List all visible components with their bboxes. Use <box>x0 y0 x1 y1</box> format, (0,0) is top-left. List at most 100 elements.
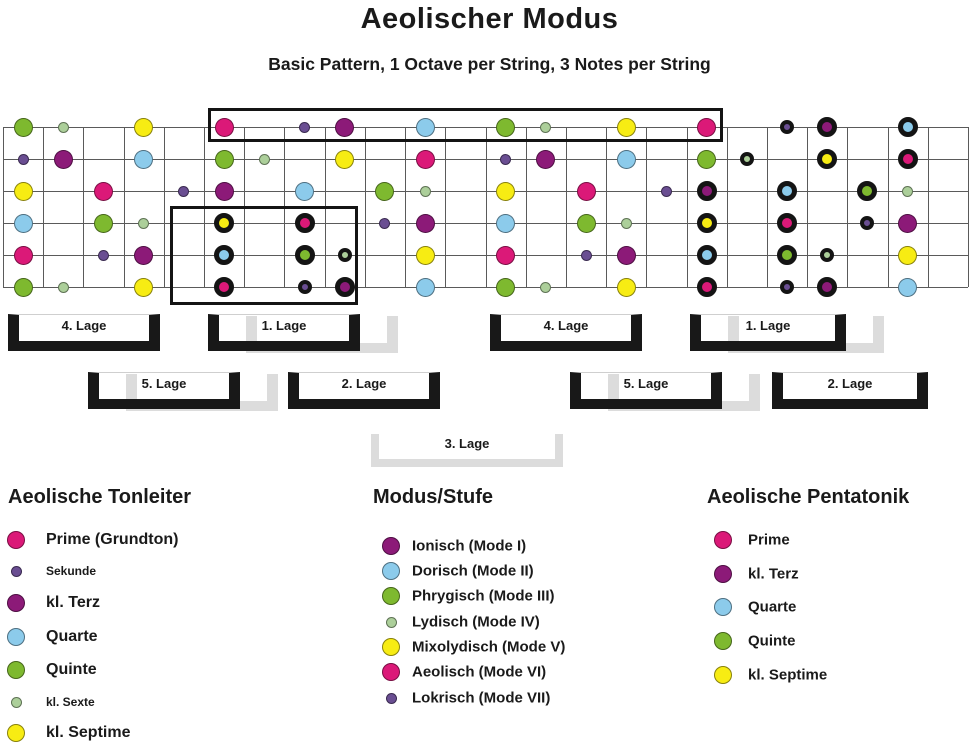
note-dot-terz <box>616 245 636 265</box>
note-dot-quarte-pentatonic <box>897 117 918 137</box>
legend-item-ionisch-mode-i: Ionisch (Mode I) <box>412 537 527 555</box>
note-dot-sekunde <box>178 185 190 197</box>
note-dot-terz <box>536 149 556 169</box>
note-dot-quinte <box>375 181 395 201</box>
note-dot-terz <box>214 181 234 201</box>
legend-dot-terz-icon <box>7 594 25 612</box>
note-dot-terz <box>53 149 73 169</box>
legend-dot-quarte-icon <box>382 562 400 580</box>
fret-line <box>485 127 487 287</box>
note-dot-quarte-pentatonic <box>777 181 798 201</box>
note-dot-septime <box>335 149 355 169</box>
note-dot-sexte-pentatonic <box>739 152 754 166</box>
fret-line <box>364 127 366 287</box>
note-dot-quarte-pentatonic <box>214 245 235 265</box>
fret-line <box>565 127 567 287</box>
fret-line <box>405 127 407 287</box>
fret-line <box>83 127 85 287</box>
note-dot-terz <box>134 245 154 265</box>
legend-item-kl-terz: kl. Terz <box>46 594 100 611</box>
fret-line <box>766 127 768 287</box>
fret-line <box>606 127 608 287</box>
legend-dot-septime-icon <box>7 724 25 742</box>
note-dot-prime-pentatonic <box>897 149 918 169</box>
position-bracket-label: 3. Lage <box>444 436 490 451</box>
legend-dot-quinte-icon <box>714 632 732 650</box>
legend-item-lokrisch-mode-vii: Lokrisch (Mode VII) <box>412 689 551 707</box>
note-dot-septime <box>616 117 636 137</box>
fret-line <box>445 127 447 287</box>
legend-item-kl-septime: kl. Septime <box>46 724 131 741</box>
note-dot-terz-pentatonic <box>696 181 717 201</box>
note-dot-prime-pentatonic <box>294 213 315 233</box>
legend-dot-terz-icon <box>714 565 732 583</box>
legend-item-quinte: Quinte <box>46 661 97 678</box>
fret-line <box>43 127 45 287</box>
legend-item-quinte: Quinte <box>748 632 796 650</box>
note-dot-prime <box>13 245 33 265</box>
note-dot-sekunde <box>660 185 672 197</box>
position-bracket-label: 2. Lage <box>341 376 387 391</box>
note-dot-prime <box>94 181 114 201</box>
note-dot-quinte-pentatonic <box>857 181 878 201</box>
note-dot-sekunde <box>379 217 391 229</box>
note-dot-terz <box>898 213 918 233</box>
note-dot-quinte <box>496 117 516 137</box>
note-dot-quarte <box>496 213 516 233</box>
legend-dot-quarte-icon <box>7 628 25 646</box>
note-dot-sexte-pentatonic <box>820 248 835 262</box>
note-dot-septime-pentatonic <box>696 213 717 233</box>
legend-item-kl-sexte: kl. Sexte <box>46 695 95 709</box>
note-dot-quarte <box>898 277 918 297</box>
fret-line <box>686 127 688 287</box>
fret-line <box>726 127 728 287</box>
legend-item-mixolydisch-mode-v: Mixolydisch (Mode V) <box>412 638 566 656</box>
note-dot-prime-pentatonic <box>696 277 717 297</box>
legend-item-sekunde: Sekunde <box>46 564 97 578</box>
note-dot-terz <box>415 213 435 233</box>
note-dot-septime <box>13 181 33 201</box>
fret-line <box>968 127 969 287</box>
note-dot-sexte <box>419 185 431 197</box>
note-dot-prime <box>415 149 435 169</box>
note-dot-quinte <box>496 277 516 297</box>
legend-item-quarte: Quarte <box>748 598 797 616</box>
position-bracket-label: 4. Lage <box>61 318 107 333</box>
legend-dot-prime-icon <box>382 663 400 681</box>
note-dot-quarte <box>134 149 154 169</box>
legend-item-prime: Prime <box>748 531 790 549</box>
legend-dot-prime-icon <box>7 531 25 549</box>
note-dot-quarte <box>295 181 315 201</box>
note-dot-quarte-pentatonic <box>696 245 717 265</box>
legend-title-aeolische-tonleiter: Aeolische Tonleiter <box>8 486 192 508</box>
note-dot-septime-pentatonic <box>817 149 838 169</box>
note-dot-quarte <box>415 117 435 137</box>
note-dot-prime <box>697 117 717 137</box>
position-bracket-1-lage: 1. Lage <box>208 314 360 351</box>
legend-item-quarte: Quarte <box>46 628 98 645</box>
position-bracket-label: 4. Lage <box>543 318 589 333</box>
note-dot-prime <box>576 181 596 201</box>
note-dot-septime <box>134 117 154 137</box>
position-bracket-label: 5. Lage <box>141 376 187 391</box>
note-dot-quinte <box>576 213 596 233</box>
note-dot-quarte <box>13 213 33 233</box>
note-dot-terz <box>335 117 355 137</box>
note-dot-septime-pentatonic <box>214 213 235 233</box>
note-dot-quarte <box>415 277 435 297</box>
position-bracket-5-lage: 5. Lage <box>88 372 240 409</box>
fret-line <box>927 127 929 287</box>
fret-line <box>123 127 125 287</box>
legend-item-aeolisch-mode-vi: Aeolisch (Mode VI) <box>412 663 547 681</box>
note-dot-sekunde-pentatonic <box>297 280 312 294</box>
note-dot-prime-pentatonic <box>214 277 235 297</box>
note-dot-sexte <box>57 281 69 293</box>
note-dot-sexte-pentatonic <box>337 248 352 262</box>
fret-line <box>887 127 889 287</box>
note-dot-septime <box>616 277 636 297</box>
legend-item-kl-terz: kl. Terz <box>748 565 799 583</box>
note-dot-sexte <box>258 153 270 165</box>
note-dot-sekunde-pentatonic <box>780 280 795 294</box>
fret-line <box>525 127 527 287</box>
note-dot-quinte <box>13 277 33 297</box>
